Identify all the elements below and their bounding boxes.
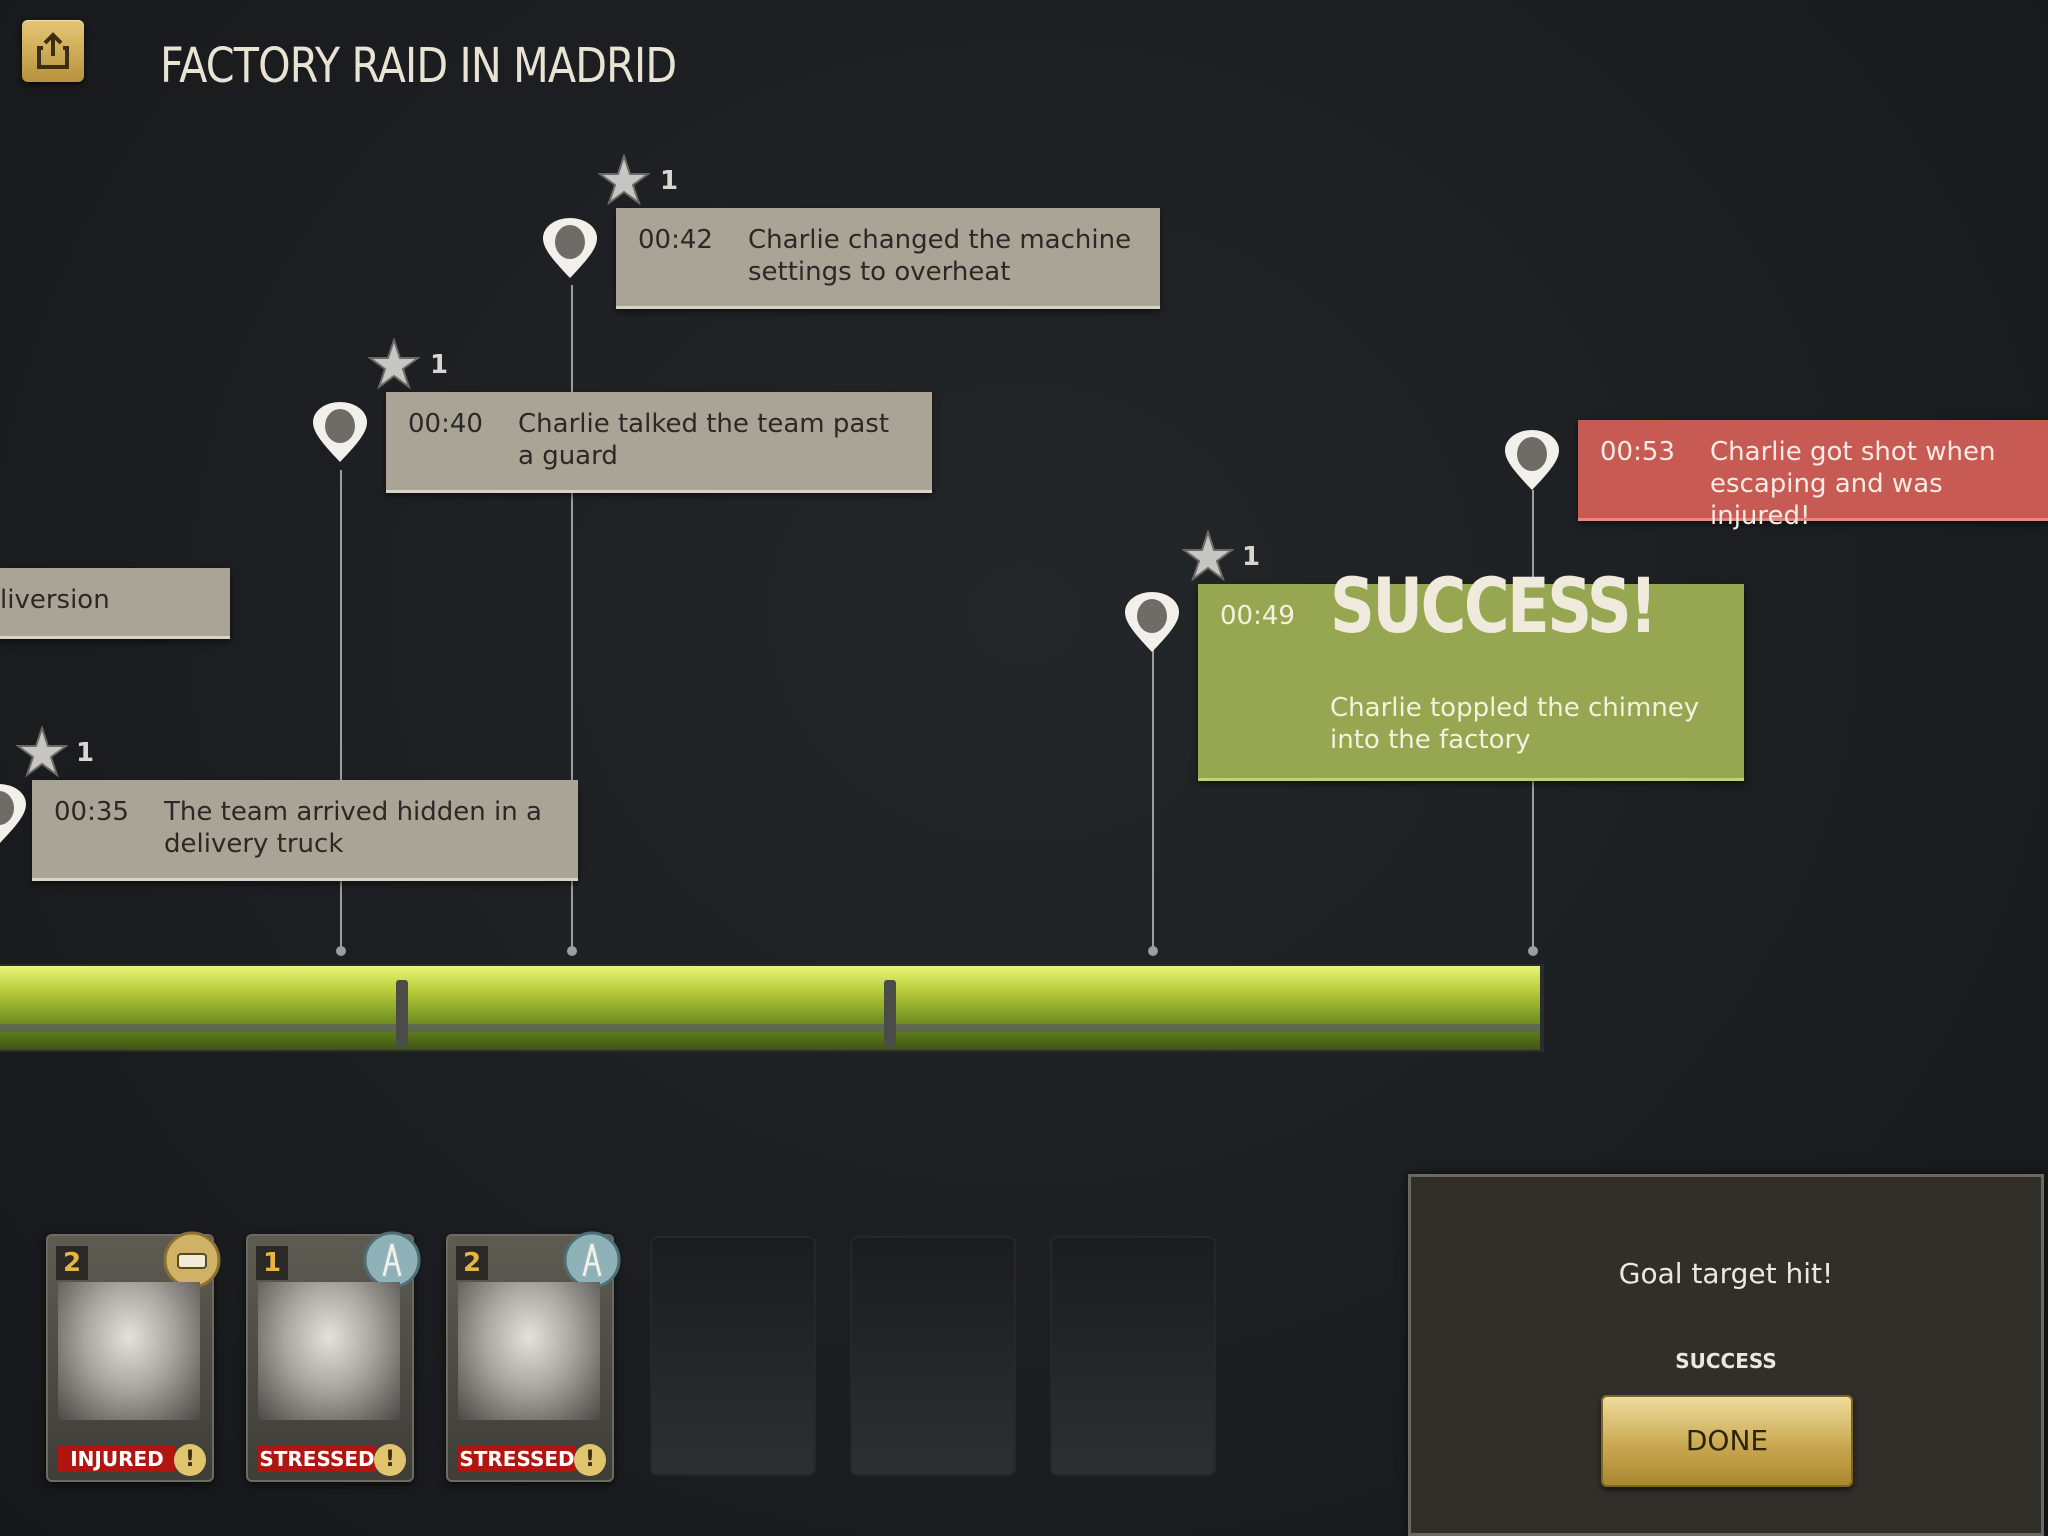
event-marker-dot bbox=[336, 946, 346, 956]
event-time: 00:40 bbox=[408, 409, 483, 439]
empty-agent-slot[interactable] bbox=[850, 1236, 1016, 1476]
result-message: Goal target hit! bbox=[1618, 1257, 1834, 1290]
demolitions-icon bbox=[163, 1231, 221, 1289]
warning-icon: ! bbox=[374, 1444, 406, 1476]
agent-card[interactable]: 2 INJURED ! bbox=[46, 1231, 221, 1482]
radio-icon bbox=[563, 1231, 621, 1289]
share-icon bbox=[37, 32, 69, 69]
timeline-tick bbox=[884, 980, 896, 1048]
event-text: liversion bbox=[0, 585, 110, 615]
star-count: 1 bbox=[660, 166, 679, 196]
empty-agent-slot[interactable] bbox=[1050, 1236, 1216, 1476]
timeline-tick bbox=[396, 980, 408, 1048]
agent-portrait bbox=[58, 1282, 200, 1420]
event-connector bbox=[1152, 650, 1154, 950]
event-text: The team arrived hidden in a delivery tr… bbox=[164, 797, 542, 859]
radio-icon bbox=[363, 1231, 421, 1289]
warning-icon: ! bbox=[574, 1444, 606, 1476]
agent-level: 2 bbox=[456, 1246, 488, 1280]
empty-agent-slot[interactable] bbox=[650, 1236, 816, 1476]
success-headline: SUCCESS! bbox=[1330, 561, 1658, 650]
event-connector bbox=[340, 470, 342, 950]
agent-pin-icon[interactable] bbox=[311, 402, 369, 464]
agent-pin-icon[interactable] bbox=[541, 218, 599, 280]
agent-card[interactable]: 2 STRESSED ! bbox=[446, 1231, 621, 1482]
result-status: SUCCESS bbox=[1675, 1349, 1777, 1373]
result-panel: Goal target hit! SUCCESS DONE bbox=[1408, 1174, 2044, 1536]
star-icon bbox=[598, 154, 650, 206]
event-time: 00:53 bbox=[1600, 437, 1675, 467]
timeline-progress bbox=[0, 966, 1540, 1050]
event-text: Charlie changed the machine settings to … bbox=[748, 225, 1132, 287]
mission-title: FACTORY RAID IN MADRID bbox=[160, 38, 677, 94]
event-text: Charlie toppled the chimney into the fac… bbox=[1330, 693, 1700, 755]
agent-level: 1 bbox=[256, 1246, 288, 1280]
star-count: 1 bbox=[430, 350, 449, 380]
event-card-failure: 00:53 Charlie got shot when escaping and… bbox=[1578, 420, 2048, 531]
agent-pin-icon[interactable] bbox=[1123, 592, 1181, 654]
event-connector bbox=[571, 285, 573, 950]
agent-status: STRESSED bbox=[458, 1446, 576, 1472]
agent-status: INJURED bbox=[58, 1446, 176, 1472]
star-count: 1 bbox=[1242, 542, 1261, 572]
agent-status: STRESSED bbox=[258, 1446, 376, 1472]
event-marker-dot bbox=[567, 946, 577, 956]
star-icon bbox=[368, 338, 420, 390]
event-card: 00:40 Charlie talked the team past a gua… bbox=[386, 392, 932, 493]
agent-pin-icon[interactable] bbox=[0, 784, 28, 846]
event-text: Charlie talked the team past a guard bbox=[518, 409, 890, 471]
share-button[interactable] bbox=[22, 20, 84, 82]
star-icon bbox=[16, 726, 68, 778]
event-marker-dot bbox=[1528, 946, 1538, 956]
warning-icon: ! bbox=[174, 1444, 206, 1476]
agent-level: 2 bbox=[56, 1246, 88, 1280]
event-marker-dot bbox=[1148, 946, 1158, 956]
event-time: 00:35 bbox=[54, 797, 129, 827]
event-time: 00:49 bbox=[1220, 601, 1295, 631]
event-text: Charlie got shot when escaping and was i… bbox=[1710, 437, 1996, 531]
star-icon bbox=[1182, 530, 1234, 582]
agent-portrait bbox=[258, 1282, 400, 1420]
event-card: 00:42 Charlie changed the machine settin… bbox=[616, 208, 1160, 309]
event-card-partial: liversion bbox=[0, 568, 230, 639]
event-time: 00:42 bbox=[638, 225, 713, 255]
event-card: 00:35 The team arrived hidden in a deliv… bbox=[32, 780, 578, 881]
done-button[interactable]: DONE bbox=[1601, 1395, 1853, 1487]
star-count: 1 bbox=[76, 738, 95, 768]
agent-card[interactable]: 1 STRESSED ! bbox=[246, 1231, 421, 1482]
agent-portrait bbox=[458, 1282, 600, 1420]
agent-pin-icon[interactable] bbox=[1503, 430, 1561, 492]
event-card-success: 00:49 SUCCESS! Charlie toppled the chimn… bbox=[1198, 561, 1744, 781]
timeline-rail bbox=[0, 1024, 1540, 1032]
